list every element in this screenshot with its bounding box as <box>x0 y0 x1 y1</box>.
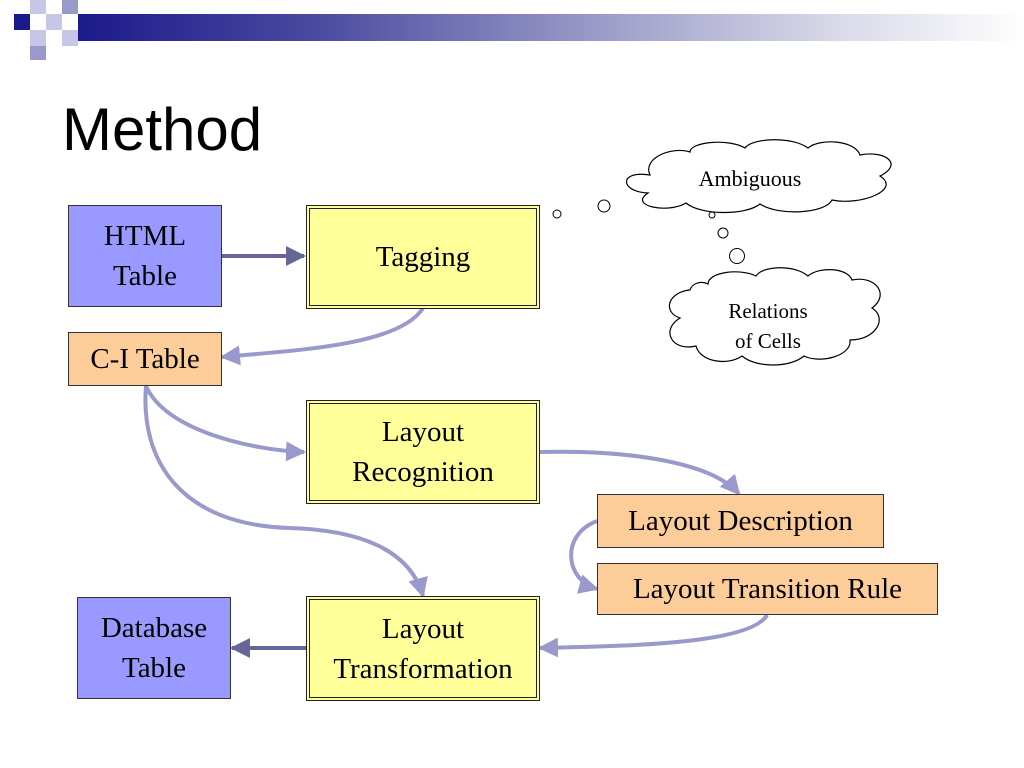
node-html-table: HTML Table <box>68 205 222 307</box>
header-gradient-band <box>78 14 1024 41</box>
thought-bubble-dot <box>729 248 745 264</box>
header-square-light <box>62 30 78 46</box>
cloud-ambiguous <box>625 139 892 214</box>
node-tagging-label: Tagging <box>375 241 471 273</box>
node-layout-description: Layout Description <box>597 494 884 548</box>
header-square-light <box>30 0 46 14</box>
arrow-ci-to-transformation <box>143 385 428 598</box>
slide-title: Method <box>62 96 263 163</box>
node-html-table-label: HTML Table <box>103 220 187 292</box>
header-square-mid <box>62 0 78 14</box>
arrow-ci-to-recognition <box>144 385 306 462</box>
node-ci-table-label: C-I Table <box>90 343 200 375</box>
node-database-table-label: Database Table <box>100 612 208 684</box>
header-square-light <box>46 14 62 30</box>
thought-bubble-dot <box>708 211 716 219</box>
node-layout-recognition: Layout Recognition <box>306 400 540 504</box>
thought-bubble-dot <box>552 209 562 219</box>
node-layout-recognition-label: Layout Recognition <box>352 416 494 488</box>
thought-bubble-dot <box>717 227 729 239</box>
header-square-dark <box>14 14 30 30</box>
header-square-light <box>30 30 46 46</box>
arrow-description-to-rule <box>569 519 599 594</box>
arrow-recognition-to-description <box>539 449 741 496</box>
node-layout-transition-rule: Layout Transition Rule <box>597 563 938 615</box>
thought-bubble-dot <box>597 199 611 213</box>
node-tagging: Tagging <box>306 205 540 309</box>
cloud-relations <box>668 267 881 366</box>
header-square-mid <box>30 46 46 60</box>
arrow-rule-to-transformation <box>538 613 769 658</box>
node-layout-transition-rule-label: Layout Transition Rule <box>632 573 903 605</box>
node-layout-transformation-label: Layout Transformation <box>333 612 513 685</box>
node-database-table: Database Table <box>77 597 231 699</box>
cloud-ambiguous-label: Ambiguous <box>698 166 802 191</box>
node-layout-transformation: Layout Transformation <box>306 596 540 701</box>
cloud-relations-label: Relations of Cells <box>728 299 808 353</box>
node-ci-table: C-I Table <box>68 332 222 386</box>
arrow-tagging-to-ci <box>220 306 425 366</box>
node-layout-description-label: Layout Description <box>628 505 853 537</box>
